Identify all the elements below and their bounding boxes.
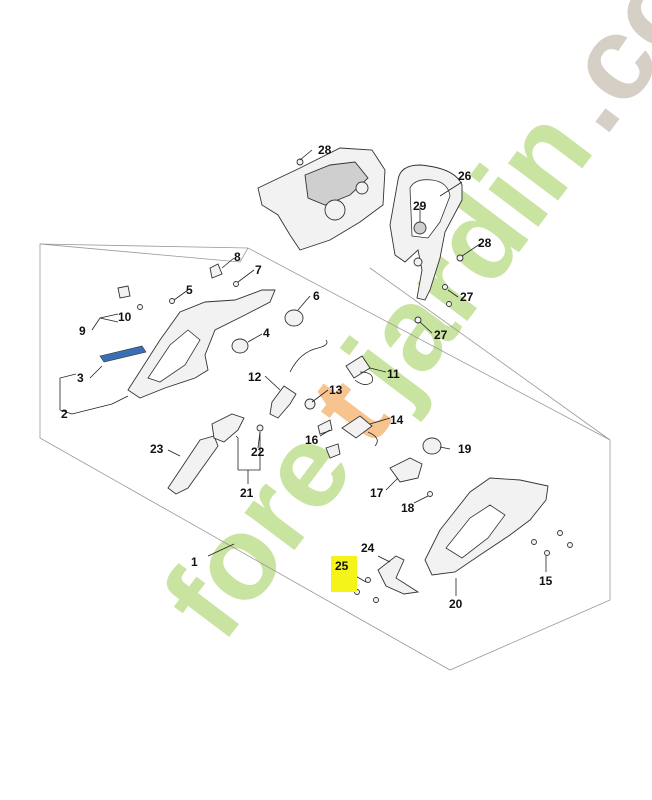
group-frame-right — [369, 267, 611, 441]
screws-25 — [354, 577, 379, 603]
group-frame — [39, 243, 611, 671]
label-16[interactable]: 16 — [305, 433, 319, 447]
leader-lines — [59, 149, 547, 596]
highlight-box-25 — [331, 556, 357, 592]
rear-handle-part — [127, 289, 276, 399]
label-21[interactable]: 21 — [240, 486, 254, 500]
screw-28-top — [296, 158, 304, 166]
label-1[interactable]: 1 — [191, 555, 198, 569]
label-6[interactable]: 6 — [313, 289, 320, 303]
label-14[interactable]: 14 — [390, 413, 404, 427]
decal-part — [99, 345, 147, 363]
label-25[interactable]: 25 — [335, 559, 349, 573]
screw-28-right — [456, 254, 464, 262]
label-12[interactable]: 12 — [248, 370, 262, 384]
watermark-text-fore: fore — [138, 404, 378, 661]
label-2[interactable]: 2 — [61, 407, 68, 421]
screw-27-lower — [414, 316, 422, 324]
label-28-right[interactable]: 28 — [478, 236, 492, 250]
housing-part — [424, 477, 549, 576]
screw-27-upper — [442, 284, 452, 307]
label-17[interactable]: 17 — [370, 486, 384, 500]
label-7[interactable]: 7 — [255, 263, 262, 277]
label-3[interactable]: 3 — [77, 371, 84, 385]
label-5[interactable]: 5 — [186, 283, 193, 297]
small-parts-left — [117, 263, 304, 354]
label-24[interactable]: 24 — [361, 541, 375, 555]
grip-parts — [167, 413, 264, 495]
label-28-top[interactable]: 28 — [318, 143, 332, 157]
label-11[interactable]: 11 — [387, 367, 400, 381]
label-18[interactable]: 18 — [401, 501, 415, 515]
label-10[interactable]: 10 — [118, 310, 132, 324]
label-22[interactable]: 22 — [251, 445, 265, 459]
cover-24-part — [377, 555, 420, 595]
part-labels: 28 26 29 28 27 27 8 7 5 6 10 9 4 3 2 12 … — [61, 143, 553, 611]
label-26[interactable]: 26 — [458, 169, 472, 183]
crankcase-part — [257, 147, 386, 251]
screws-15 — [531, 530, 573, 556]
label-13[interactable]: 13 — [329, 383, 343, 397]
label-15[interactable]: 15 — [539, 574, 553, 588]
label-8[interactable]: 8 — [234, 250, 241, 264]
label-4[interactable]: 4 — [263, 326, 270, 340]
label-19[interactable]: 19 — [458, 442, 472, 456]
handlebar-part — [389, 164, 463, 301]
label-9[interactable]: 9 — [79, 324, 86, 338]
bracket-parts — [389, 437, 442, 497]
label-27-upper[interactable]: 27 — [460, 290, 474, 304]
group-frame-top — [39, 243, 249, 249]
label-27-lower[interactable]: 27 — [434, 328, 448, 342]
label-23[interactable]: 23 — [150, 442, 164, 456]
label-29[interactable]: 29 — [413, 199, 427, 213]
label-20[interactable]: 20 — [449, 597, 463, 611]
